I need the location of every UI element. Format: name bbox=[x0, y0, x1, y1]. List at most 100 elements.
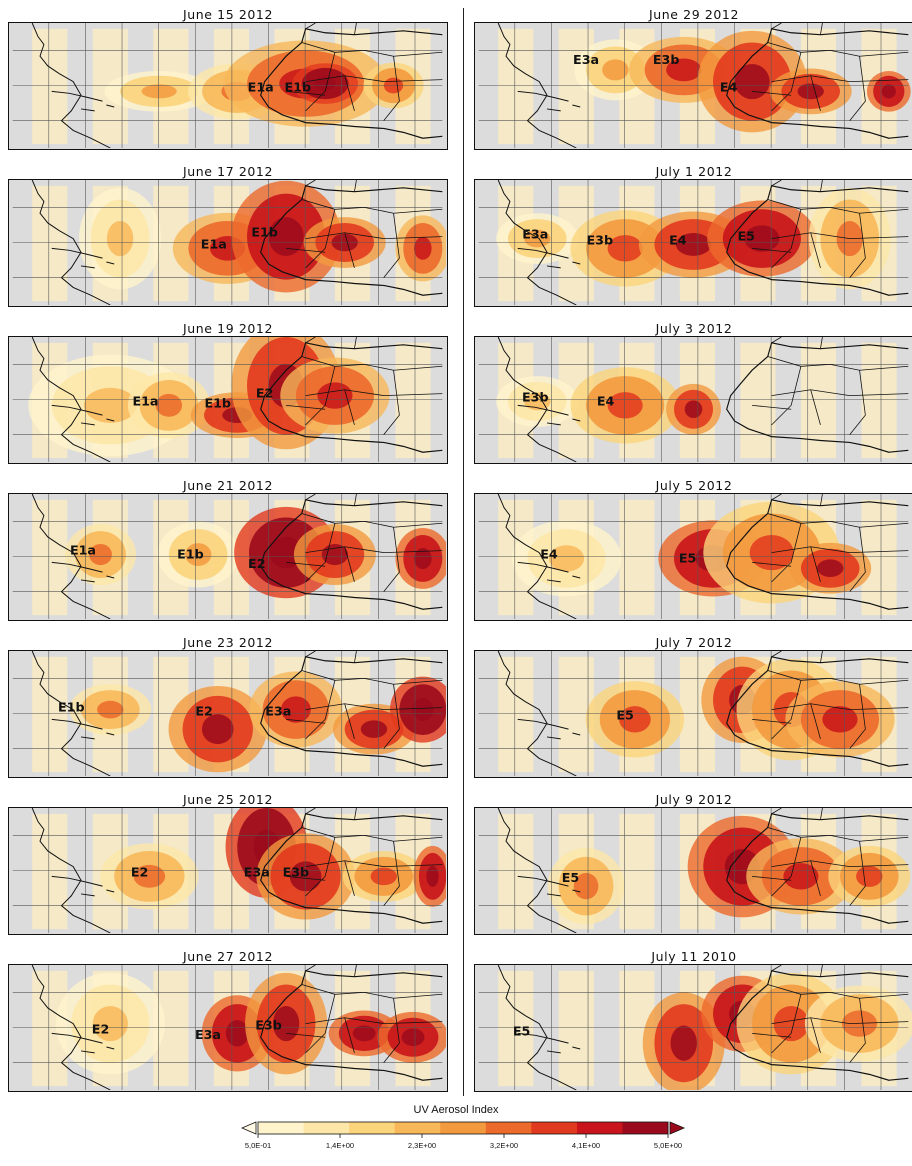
country-borders bbox=[752, 180, 909, 278]
legend-swatch bbox=[440, 1122, 487, 1134]
aerosol-plume-core bbox=[607, 392, 643, 419]
americas-coastline bbox=[497, 965, 577, 1090]
map-canvas: E5 bbox=[478, 808, 911, 933]
caribbean-islands bbox=[517, 247, 581, 269]
aerosol-plume-core bbox=[92, 1006, 128, 1042]
event-label: E1a bbox=[248, 79, 274, 94]
panel-date-title: June 15 2012 bbox=[182, 7, 274, 22]
event-label: E3a bbox=[195, 1027, 221, 1042]
event-label: E3b bbox=[255, 1017, 282, 1032]
aerosol-plume-core bbox=[360, 720, 388, 738]
aerosol-swath bbox=[619, 813, 655, 930]
aerosol-plume-core bbox=[289, 861, 322, 892]
aerosol-swath bbox=[498, 813, 534, 930]
africa-coastline bbox=[726, 813, 909, 924]
country-borders bbox=[286, 180, 443, 278]
country-borders bbox=[752, 23, 909, 121]
caribbean-islands bbox=[51, 1032, 115, 1054]
aerosol-plume-core bbox=[269, 536, 303, 569]
aerosol-swath bbox=[498, 970, 534, 1087]
legend-swatch bbox=[258, 1122, 305, 1134]
event-label: E5 bbox=[616, 707, 634, 722]
aerosol-plume-core bbox=[666, 58, 702, 82]
aerosol-plume-core bbox=[573, 872, 599, 900]
map-canvas: E1a E1b bbox=[12, 23, 443, 148]
africa-coastline bbox=[260, 185, 443, 296]
aerosol-plume-core bbox=[89, 544, 112, 566]
africa-coastline bbox=[260, 656, 443, 767]
caribbean-islands bbox=[517, 1032, 581, 1054]
caribbean-islands bbox=[517, 875, 581, 897]
event-label: E1b bbox=[177, 546, 204, 561]
panel-date-title: June 23 2012 bbox=[182, 635, 274, 650]
africa-coastline bbox=[726, 185, 909, 296]
legend-title: UV Aerosol Index bbox=[413, 1104, 499, 1116]
aerosol-plume-core bbox=[822, 706, 858, 733]
event-label: E1a bbox=[132, 393, 158, 408]
aerosol-plume-core bbox=[684, 400, 703, 419]
americas-coastline bbox=[31, 808, 111, 933]
aerosol-plume-core bbox=[268, 217, 304, 256]
map-canvas: E5 bbox=[478, 651, 909, 776]
caribbean-islands bbox=[51, 90, 115, 112]
panel-date-title: June 19 2012 bbox=[182, 321, 274, 336]
country-borders bbox=[752, 651, 909, 749]
panel-date-title: June 25 2012 bbox=[182, 792, 274, 807]
event-label: E1a bbox=[201, 236, 227, 251]
legend-over-arrow bbox=[669, 1121, 686, 1135]
aerosol-plume-core bbox=[352, 1025, 376, 1042]
event-label: E3a bbox=[573, 52, 599, 67]
aerosol-plume-core bbox=[155, 393, 183, 417]
aerosol-plume-core bbox=[225, 1020, 249, 1047]
americas-coastline bbox=[31, 494, 111, 619]
aerosol-plume-core bbox=[783, 863, 819, 890]
event-label: E3a bbox=[522, 227, 548, 242]
event-label: E1a bbox=[70, 543, 96, 558]
aerosol-plume-core bbox=[524, 392, 551, 411]
legend-tick-label: 5,0E-01 bbox=[245, 1141, 271, 1150]
caribbean-islands bbox=[51, 875, 115, 897]
legend-swatch bbox=[303, 1122, 350, 1134]
americas-coastline bbox=[31, 337, 111, 462]
panel-date-title: July 1 2012 bbox=[655, 164, 733, 179]
aerosol-swath bbox=[32, 28, 68, 145]
legend-swatch bbox=[349, 1122, 396, 1134]
aerosol-plume-core bbox=[734, 64, 770, 100]
event-label: E1b bbox=[285, 79, 312, 94]
aerosol-plume-core bbox=[414, 236, 432, 260]
aerosol-plume-core bbox=[426, 865, 439, 887]
country-borders bbox=[286, 651, 443, 749]
americas-coastline bbox=[497, 180, 577, 305]
country-borders bbox=[286, 23, 443, 121]
aerosol-map: E1a E1b bbox=[8, 22, 448, 150]
event-label: E1b bbox=[58, 700, 85, 715]
aerosol-swath bbox=[32, 656, 68, 773]
aerosol-plume-core bbox=[856, 865, 883, 887]
africa-coastline bbox=[260, 499, 443, 610]
column-divider bbox=[463, 8, 465, 1096]
panel-date-title: June 21 2012 bbox=[182, 478, 274, 493]
africa-coastline bbox=[726, 656, 909, 767]
aerosol-plume-core bbox=[401, 1028, 425, 1047]
event-label: E4 bbox=[540, 546, 558, 561]
aerosol-plume-core bbox=[602, 59, 629, 81]
caribbean-islands bbox=[51, 247, 115, 269]
aerosol-plume-core bbox=[797, 83, 824, 100]
legend-tick-label: 2,3E+00 bbox=[408, 1141, 436, 1150]
legend-swatch bbox=[622, 1122, 669, 1134]
legend-swatch bbox=[576, 1122, 623, 1134]
